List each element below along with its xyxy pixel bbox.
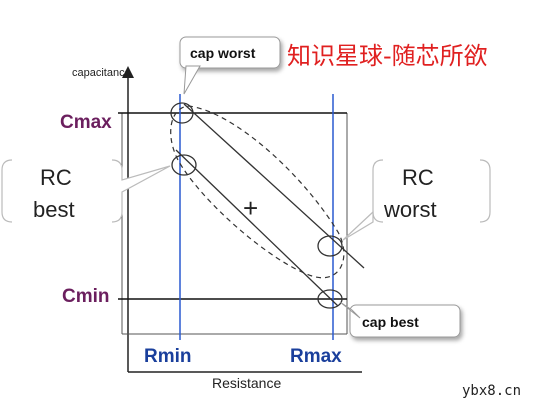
corner-circle-cap-best: [317, 289, 343, 309]
cmax-label: Cmax: [60, 112, 112, 133]
y-axis-label: capacitance: [72, 67, 131, 79]
rmin-label: Rmin: [144, 346, 192, 367]
callout-rc-worst: RC worst: [342, 159, 491, 241]
callout-cap-best: cap best: [339, 301, 461, 338]
watermark-top: 知识星球-随芯所欲: [287, 42, 488, 70]
cmin-label: Cmin: [62, 286, 110, 307]
callout-rc-best: RC best: [1, 159, 171, 223]
typical-center-mark: +: [243, 193, 258, 223]
rmax-label: Rmax: [290, 346, 342, 367]
cap-worst-label: cap worst: [190, 45, 256, 61]
corner-circle-cap-worst: [170, 102, 194, 124]
spread-region-dashed: [170, 105, 345, 279]
diagonal-upper: [183, 103, 365, 269]
rc-best-line1: RC: [40, 165, 72, 190]
rc-best-line2: best: [33, 197, 75, 222]
rc-worst-line2: worst: [383, 197, 437, 222]
diagonal-lower: [175, 149, 339, 307]
x-axis-label: Resistance: [212, 375, 281, 391]
cap-best-label: cap best: [362, 314, 419, 330]
callout-cap-worst: cap worst: [179, 36, 281, 95]
rc-worst-line1: RC: [402, 165, 434, 190]
watermark-bottom: ybx8.cn: [462, 383, 521, 399]
corner-circle-rc-worst: [317, 235, 343, 257]
corner-circle-rc-best: [171, 154, 197, 176]
